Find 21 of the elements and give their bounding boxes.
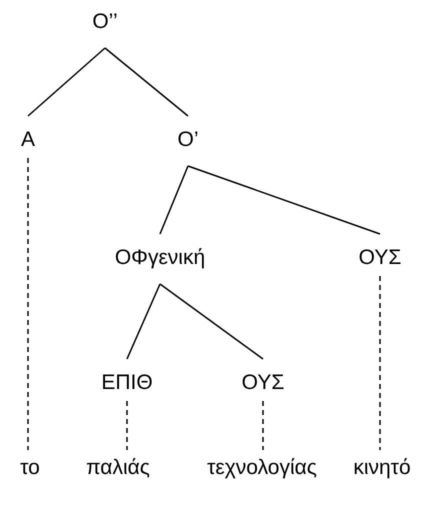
- tree-node-label: παλιάς: [84, 456, 152, 480]
- tree-node-label: Α: [19, 128, 37, 152]
- tree-node-label: τεχνολογίας: [205, 456, 319, 480]
- branch-line: [160, 283, 264, 360]
- tree-node-label: ΕΠΙΘ: [99, 371, 155, 395]
- tree-node-label: ΟΥΣ: [240, 371, 286, 395]
- dashed-line: [126, 401, 128, 450]
- tree-node-label: το: [18, 456, 42, 480]
- branch-line: [159, 166, 189, 234]
- branch-line: [104, 47, 188, 117]
- branch-line: [126, 284, 161, 360]
- dashed-line: [27, 158, 29, 450]
- dashed-line: [379, 276, 381, 450]
- branch-line: [188, 165, 380, 235]
- dashed-line: [262, 401, 264, 450]
- branch-line: [28, 47, 106, 117]
- tree-node-label: ΟΥΣ: [356, 246, 404, 270]
- tree-node-label: ΟΦγενική: [112, 246, 208, 270]
- tree-node-label: Ο’’: [90, 10, 120, 34]
- tree-node-label: κινητό: [351, 456, 413, 480]
- tree-node-label: Ο’: [176, 128, 200, 152]
